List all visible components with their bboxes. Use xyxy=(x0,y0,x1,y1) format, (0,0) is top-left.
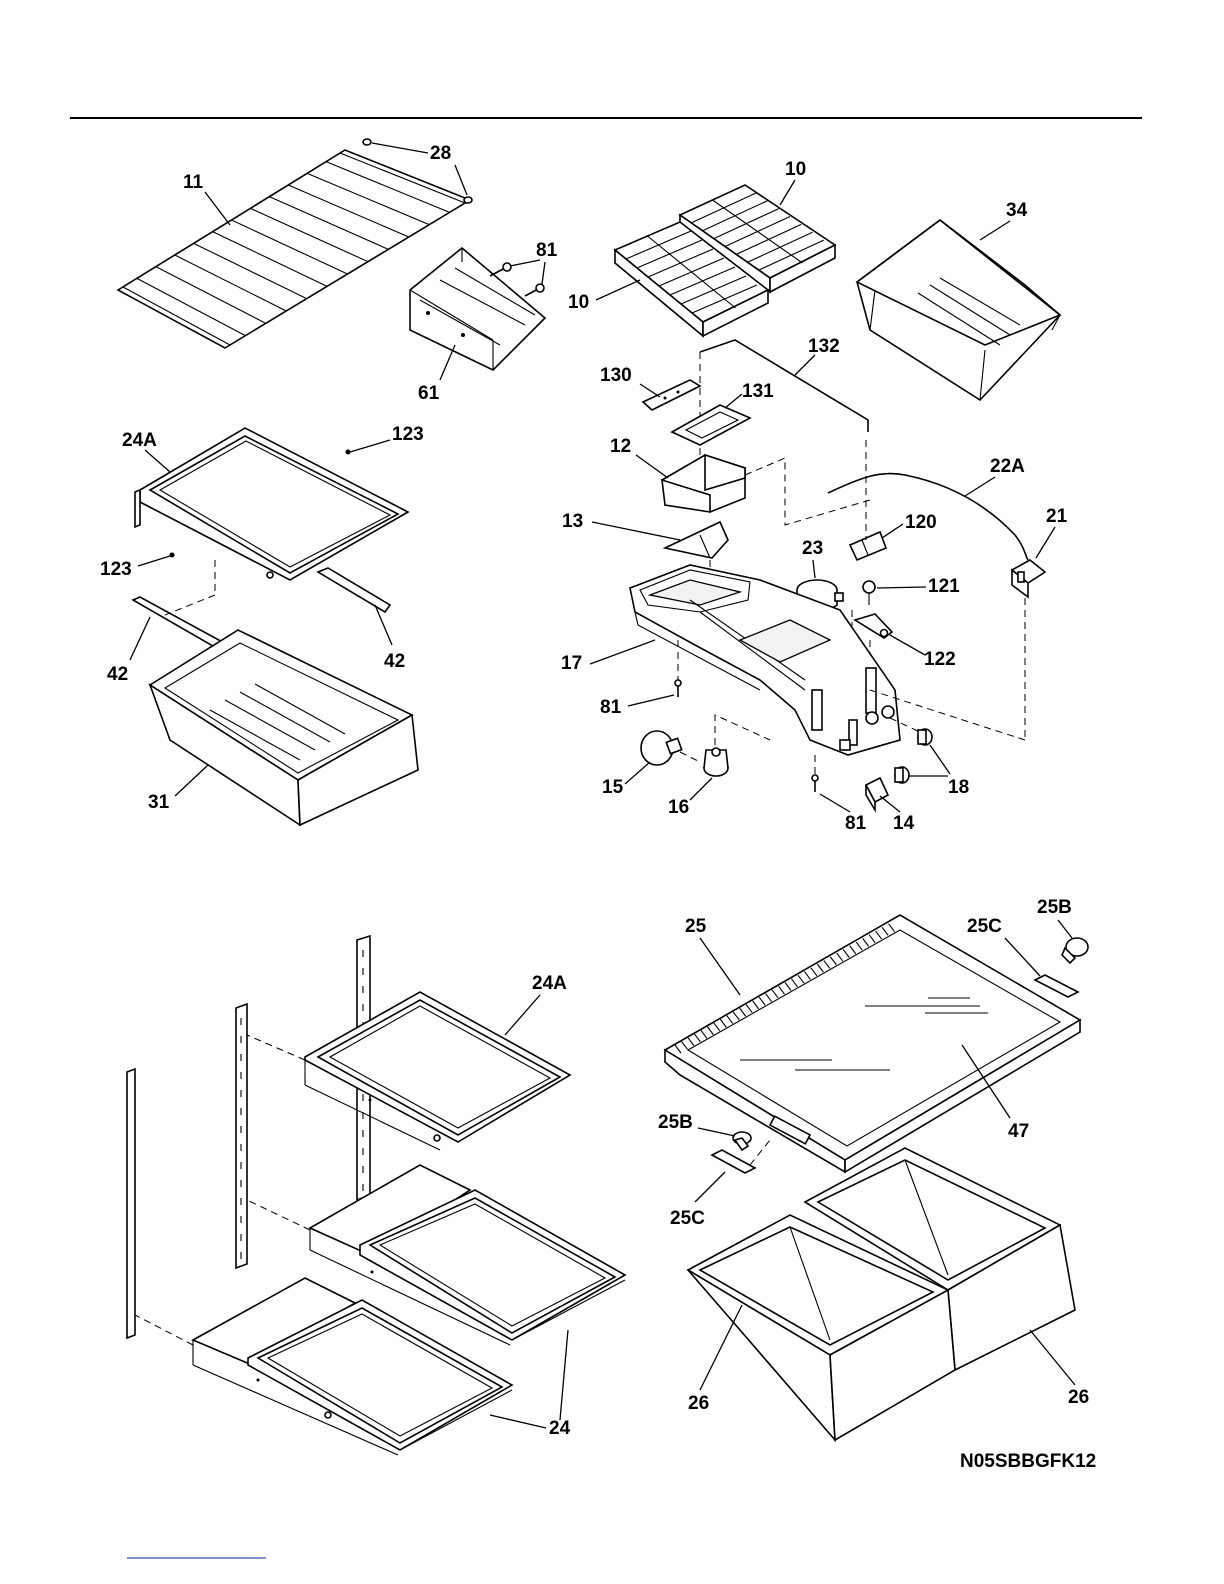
knob-part-25B-lower xyxy=(733,1132,751,1150)
screw-part-81-left xyxy=(675,680,681,697)
callout-42-right: 42 xyxy=(384,651,405,672)
housing-part-12 xyxy=(662,455,745,512)
callout-15: 15 xyxy=(602,777,624,798)
callout-123-left: 123 xyxy=(100,559,132,580)
callout-17: 17 xyxy=(561,653,582,674)
shelf-standard-left xyxy=(127,1069,135,1338)
callout-81-left: 81 xyxy=(600,697,622,718)
callout-10-upper: 10 xyxy=(785,159,806,180)
plate-part-130 xyxy=(643,380,700,410)
shelf-standard-middle xyxy=(236,1004,247,1268)
callout-25C-bottom: 25C xyxy=(670,1208,705,1229)
knob-part-18 xyxy=(895,729,932,783)
control-housing-part-17 xyxy=(630,565,900,755)
callout-24A-top: 24A xyxy=(122,430,157,451)
bracket-part-122 xyxy=(855,614,892,638)
callout-130: 130 xyxy=(600,365,632,386)
callout-31: 31 xyxy=(148,792,170,813)
callout-21: 21 xyxy=(1046,506,1068,527)
callout-132: 132 xyxy=(808,336,840,357)
callout-25B-top: 25B xyxy=(1037,897,1072,918)
callout-34: 34 xyxy=(1006,200,1028,221)
screw-part-81-bottom xyxy=(812,775,818,792)
callout-47: 47 xyxy=(1008,1121,1029,1142)
socket-part-16 xyxy=(704,748,728,776)
knob-part-25B-upper xyxy=(1062,938,1088,963)
callout-81-top: 81 xyxy=(536,240,558,261)
callout-28: 28 xyxy=(430,143,451,164)
callout-13: 13 xyxy=(562,511,583,532)
storage-bin-part-34 xyxy=(857,220,1060,400)
clip-part-25C-upper xyxy=(1035,975,1078,997)
callout-26-left: 26 xyxy=(688,1393,709,1414)
callout-10-lower: 10 xyxy=(568,292,589,313)
crisper-drawer-part-31 xyxy=(150,630,418,825)
callout-12: 12 xyxy=(610,436,631,457)
callout-81-bottom: 81 xyxy=(845,813,867,834)
deflector-part-13 xyxy=(665,522,728,558)
clip-part-120 xyxy=(850,532,886,560)
callout-121: 121 xyxy=(928,576,960,597)
callout-61: 61 xyxy=(418,383,440,404)
diagram-code: N05SBBGFK12 xyxy=(960,1451,1096,1472)
callout-122: 122 xyxy=(924,649,956,670)
callout-42-left: 42 xyxy=(107,664,128,685)
callout-26-right: 26 xyxy=(1068,1387,1089,1408)
callout-22A: 22A xyxy=(990,456,1025,477)
clip-part-25C-lower xyxy=(712,1150,755,1173)
rocker-switch-part-14 xyxy=(866,778,888,810)
callout-16: 16 xyxy=(668,797,689,818)
glass-shelf-part-24A-top xyxy=(135,428,408,580)
frame-part-131 xyxy=(672,405,750,445)
callout-23: 23 xyxy=(802,538,823,559)
callout-131: 131 xyxy=(742,381,774,402)
callout-25C-top: 25C xyxy=(967,916,1002,937)
callout-24: 24 xyxy=(549,1418,571,1439)
callout-25: 25 xyxy=(685,916,707,937)
shelf-support-part-61 xyxy=(410,248,545,370)
callout-14: 14 xyxy=(893,813,915,834)
knob-part-121 xyxy=(863,581,875,605)
switch-part-21 xyxy=(1012,560,1045,597)
callout-123-right: 123 xyxy=(392,424,424,445)
callout-18: 18 xyxy=(948,777,969,798)
callout-25B-bottom: 25B xyxy=(658,1112,693,1133)
callout-120: 120 xyxy=(905,512,937,533)
light-bulb-part-15 xyxy=(641,731,682,765)
callout-24A-bottom: 24A xyxy=(532,973,567,994)
callout-11: 11 xyxy=(183,172,204,193)
glass-shelf-part-24A-bottom xyxy=(305,992,570,1150)
